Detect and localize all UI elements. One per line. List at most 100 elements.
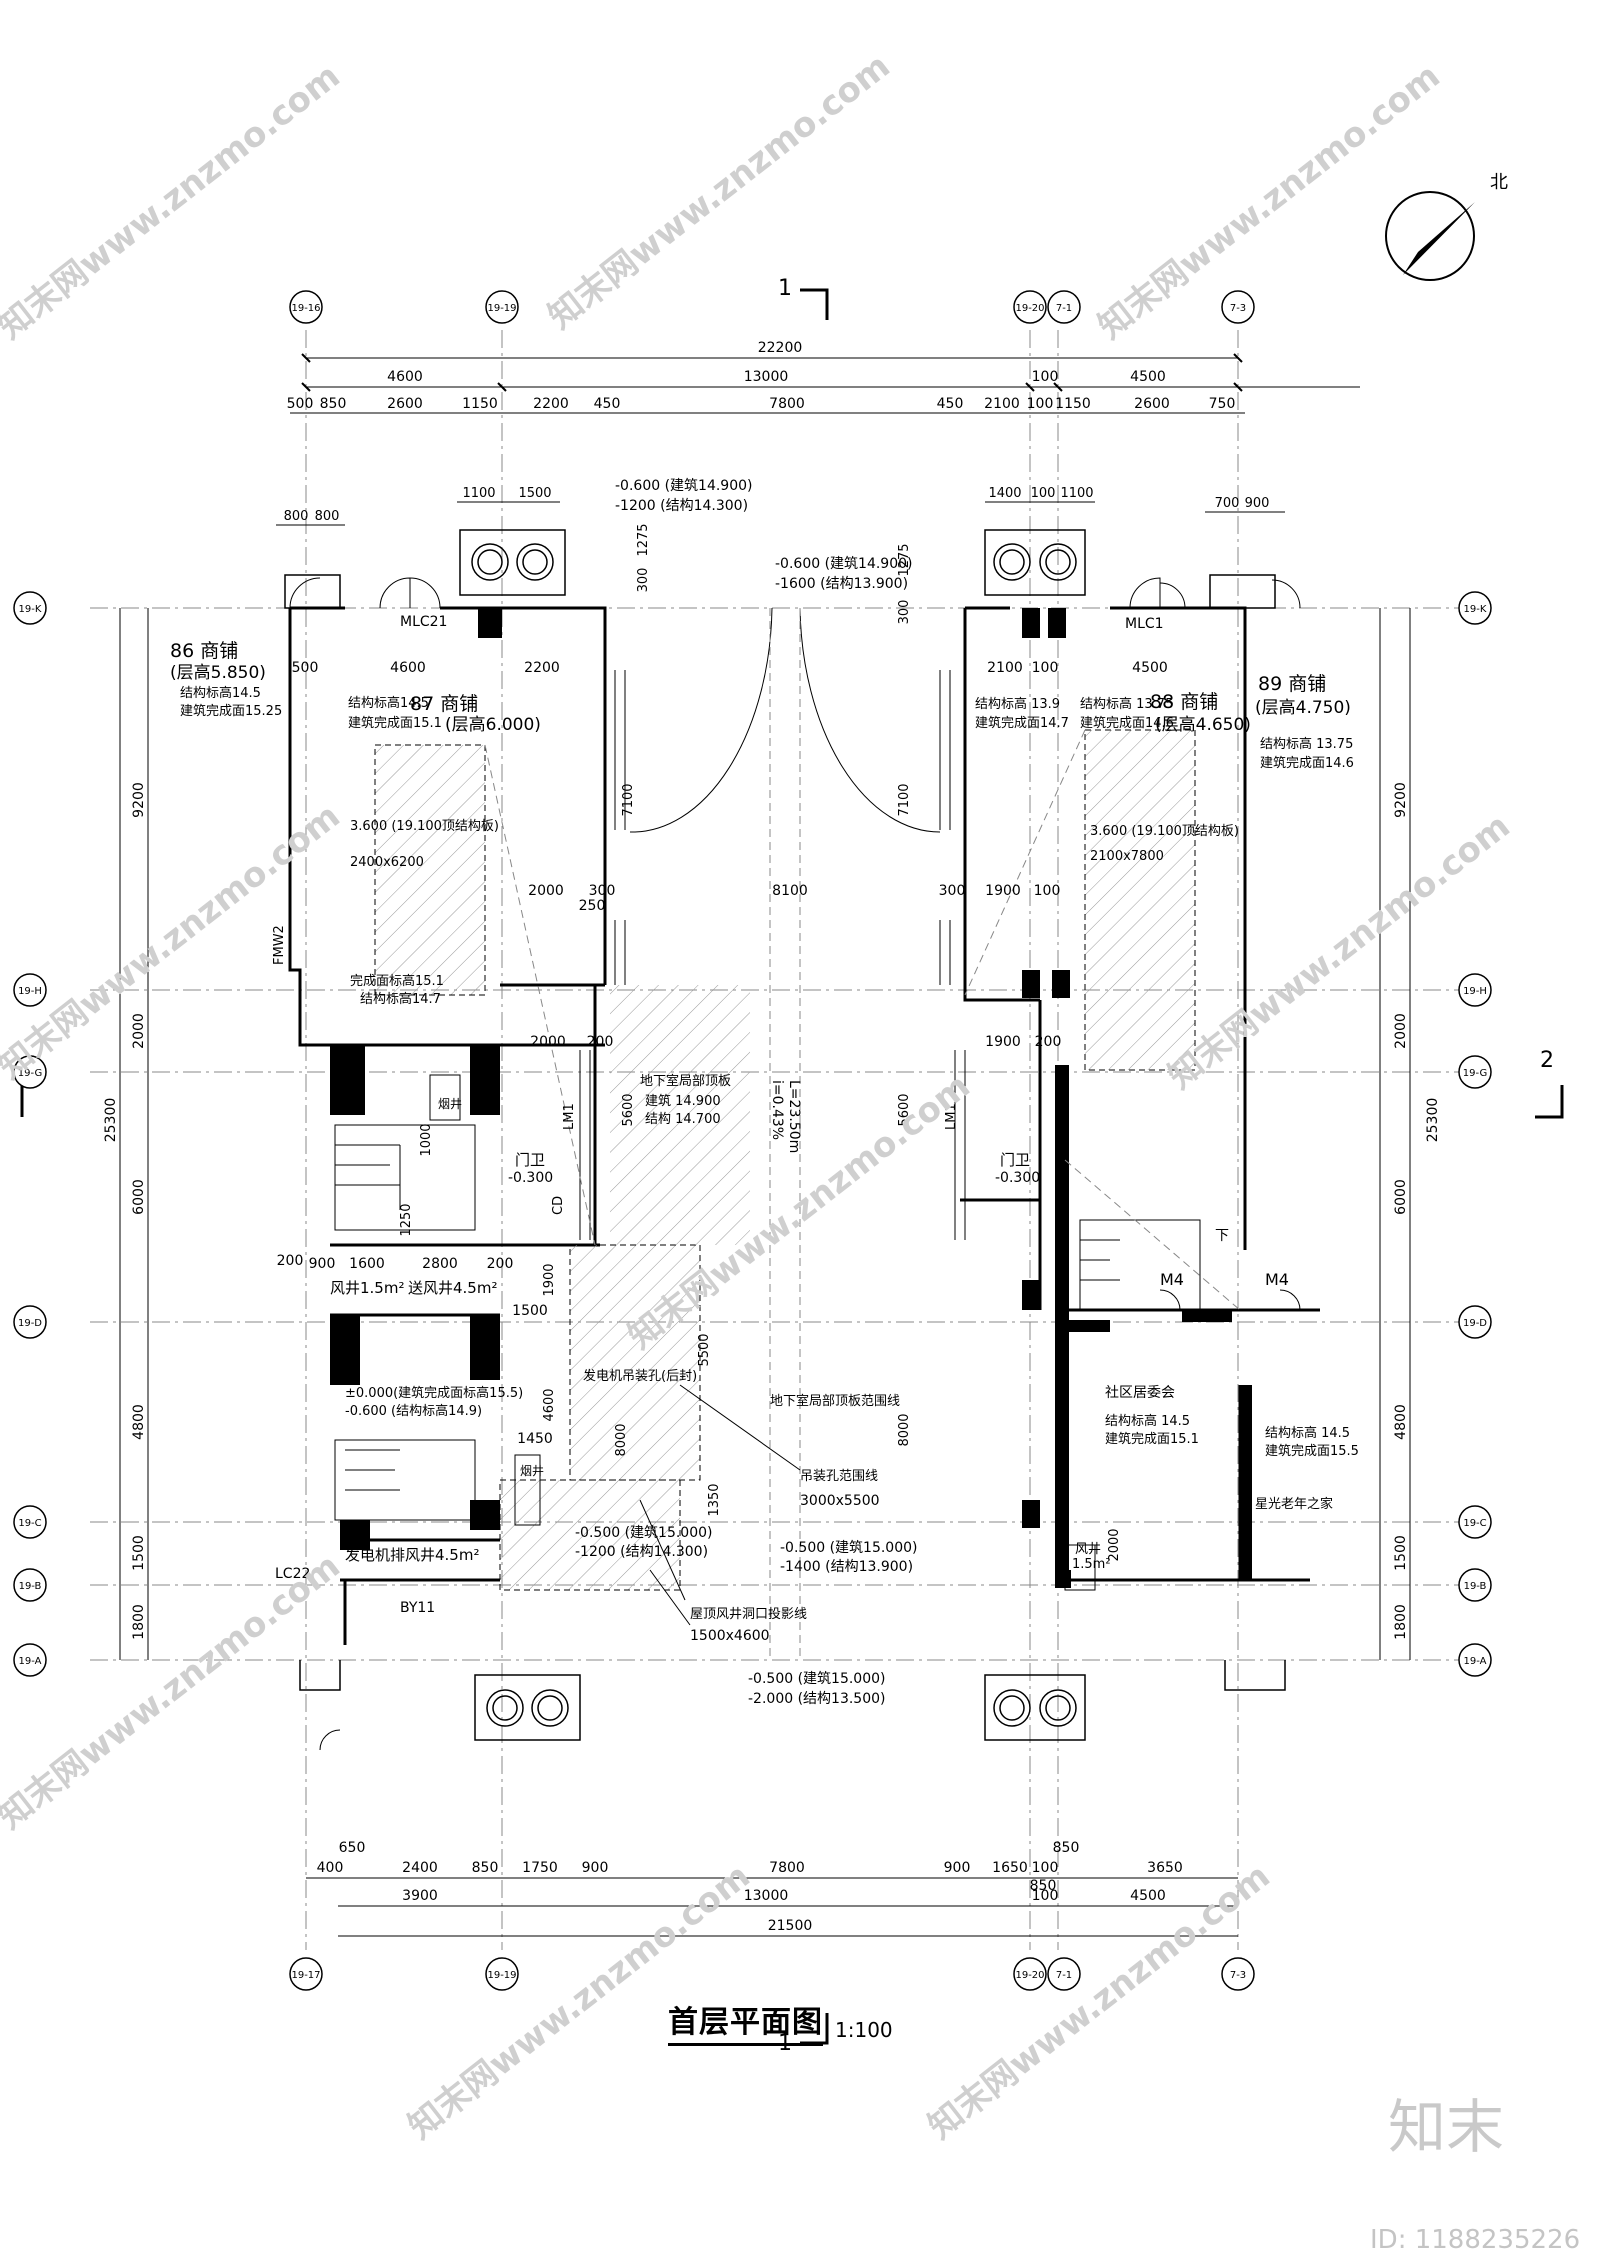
leader-lines [639,1384,801,1626]
top-axis-bubbles: 19-16 19-19 19-20 7-1 7-3 [289,290,1255,324]
label-elderly-struct: 结构标高 14.5 [1265,1425,1350,1441]
label-shop88-level: (层高4.650) [1155,715,1251,735]
svg-text:19-K: 19-K [19,604,42,615]
axis-bubble: 19-D [13,1305,47,1339]
dim-text: 1500 [131,1535,147,1571]
dim-text: 2200 [533,396,569,412]
svg-text:5500: 5500 [697,1333,712,1366]
ramp-lines [484,608,1241,1660]
svg-text:7-3: 7-3 [1230,303,1246,314]
axis-bubble: 7-3 [1221,290,1255,324]
dim-text: 1100 [462,486,495,501]
axis-bubble: 19-20 [1013,290,1047,324]
dim-text: 1150 [462,396,498,412]
dim-text: 7800 [769,396,805,412]
svg-text:250: 250 [579,898,606,914]
dim-left-total: 25300 [103,1098,119,1143]
svg-text:19-B: 19-B [1464,1581,1487,1592]
axis-bubble: 19-B [13,1568,47,1602]
bottom-axis-bubbles: 19-17 19-19 19-20 7-1 7-3 [289,1957,1255,1991]
dim-text: 800 [284,509,309,524]
label-elev: -0.500 (建筑15.000) [748,1671,886,1687]
dim-text: 100 [1032,1860,1059,1876]
label-elev: -1600 (结构13.900) [775,576,908,592]
svg-text:1900: 1900 [542,1263,557,1296]
label-shop86-struct: 结构标高14.5 [180,685,261,701]
planters [284,529,1286,1741]
svg-text:7-3: 7-3 [1230,1970,1246,1981]
label-elev: -2.000 (结构13.500) [748,1691,886,1707]
label-guard-right: 门卫 [1000,1151,1030,1169]
axis-bubble: 19-C [13,1505,47,1539]
dim-text: 13000 [744,369,789,385]
dim-text: 900 [944,1860,971,1876]
dim-text: 2600 [387,396,423,412]
axis-bubble: 19-16 [289,290,323,324]
dim-text: 1400 [988,486,1021,501]
label-basement-arch: 建筑 14.900 [645,1093,721,1109]
dim-text: 1750 [522,1860,558,1876]
axis-bubble: 19-A [1458,1643,1492,1677]
svg-text:8000: 8000 [897,1413,912,1446]
label-shop86-level: (层高5.850) [170,663,266,683]
svg-text:200: 200 [1035,1034,1062,1050]
label-shop89-finish: 建筑完成面14.6 [1260,755,1354,771]
dim-text: 1650 [992,1860,1028,1876]
dim-text: 800 [315,509,340,524]
label-shop87-level: (层高6.000) [445,715,541,735]
svg-text:1275: 1275 [897,543,912,576]
svg-text:7100: 7100 [621,783,636,816]
dim-text: 1500 [518,486,551,501]
svg-text:1450: 1450 [517,1431,553,1447]
svg-text:19-20: 19-20 [1015,1970,1044,1981]
dim-text: 750 [1209,396,1236,412]
label-elev: -0.600 (建筑14.900) [775,556,913,572]
svg-text:19-D: 19-D [18,1318,42,1329]
axis-bubble: 19-H [13,973,47,1007]
section-label-right: 2 [1540,1048,1554,1073]
svg-text:19-H: 19-H [1463,986,1487,997]
dim-text: 900 [1245,496,1270,511]
axis-bubble: 7-1 [1047,290,1081,324]
dim-text: 2000 [131,1013,147,1049]
svg-text:2000: 2000 [528,883,564,899]
svg-text:19-G: 19-G [18,1068,42,1079]
svg-text:1000: 1000 [419,1123,434,1156]
label-gen-exhaust: 发电机排风井4.5m² [345,1546,479,1564]
room-labels: 86 商铺 (层高5.850) 结构标高14.5 建筑完成面15.25 87 商… [170,478,1359,1707]
svg-text:500: 500 [292,660,319,676]
svg-text:19-A: 19-A [19,1656,42,1667]
dim-text: 500 [287,396,314,412]
label-void-left: 3.600 (19.100顶结构板) [350,819,499,834]
doors [289,577,1301,1751]
section-mark-top [800,288,829,320]
label-hoist-size: 3000x5500 [800,1493,880,1509]
section-mark-right [1535,1085,1564,1119]
svg-text:19-19: 19-19 [487,303,516,314]
label-shop87-finish: 建筑完成面15.1 [348,715,442,731]
section-label-top: 1 [778,276,792,301]
label-basement-line: 地下室局部顶板范围线 [770,1393,900,1409]
svg-text:19-K: 19-K [1464,604,1487,615]
svg-text:300: 300 [939,883,966,899]
label-wind-right-area: 1.5m² [1072,1557,1111,1572]
label-shop88: 88 商铺 [1150,691,1218,713]
hatched-areas [374,729,1196,1591]
drawing-scale: 1:100 [835,2018,893,2042]
label-fresh-air: 送风井4.5m² [408,1279,497,1297]
svg-text:1500: 1500 [512,1303,548,1319]
svg-text:知末网www.znzmo.com: 知末网www.znzmo.com [921,1856,1278,2147]
label-shaft-small: 烟井 [520,1464,544,1478]
dim-text: 9200 [1393,782,1409,818]
dim-text: 1500 [1393,1535,1409,1571]
svg-text:7100: 7100 [897,783,912,816]
left-dimension-text: 25300 9200 2000 6000 4800 1500 1800 [103,782,147,1640]
bottom-dimension-text: 400 650 2400 850 1750 900 7800 900 1650 … [317,1840,1183,1934]
svg-text:8100: 8100 [772,883,808,899]
svg-text:19-C: 19-C [18,1518,41,1529]
svg-text:19-C: 19-C [1463,1518,1486,1529]
svg-text:1250: 1250 [399,1203,414,1236]
dim-text: 4500 [1130,1888,1166,1904]
label-slope: i=0.43% [769,1080,785,1140]
watermark-logo: 知末 [1388,2093,1505,2161]
